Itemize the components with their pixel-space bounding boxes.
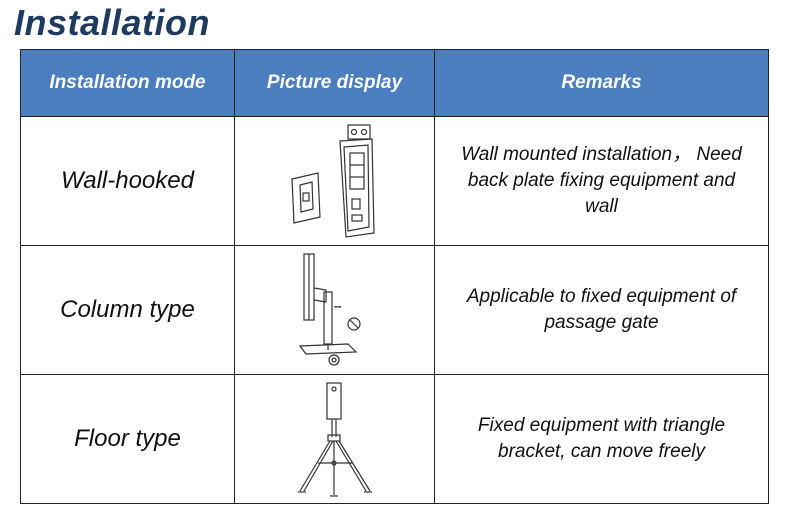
tripod-floor-stand-illustration	[297, 382, 372, 497]
mode-cell: Wall-hooked	[20, 116, 235, 246]
wall-hooked-device-illustration	[290, 124, 375, 238]
remark-line: wall	[585, 196, 618, 217]
mode-cell: Floor type	[20, 374, 235, 504]
picture-cell	[234, 116, 435, 246]
column-stand-device-illustration: ▬▬	[298, 253, 361, 366]
installation-table: Installation mode Picture display Remark…	[20, 49, 769, 504]
header-picture-display: Picture display	[234, 49, 435, 117]
remark-line: Applicable to fixed equipment of	[466, 286, 737, 307]
picture-cell: ▬▬	[234, 245, 435, 375]
svg-text:▬▬: ▬▬	[334, 304, 342, 309]
remark-line: Wall mounted installation， Need	[461, 144, 742, 165]
remark-line: back plate fixing equipment and	[467, 170, 736, 191]
remark-cell: Fixed equipment with triangle bracket, c…	[434, 374, 769, 504]
header-installation-mode: Installation mode	[20, 49, 235, 117]
remark-line: passage gate	[544, 312, 659, 333]
picture-cell	[234, 374, 435, 504]
remark-cell: Wall mounted installation， Need back pla…	[434, 116, 769, 246]
remark-cell: Applicable to fixed equipment of passage…	[434, 245, 769, 375]
table-row: Floor type	[20, 374, 769, 504]
table-row: Column type ▬▬	[20, 245, 769, 375]
table-header-row: Installation mode Picture display Remark…	[20, 49, 769, 117]
remark-line: bracket, can move freely	[498, 441, 705, 462]
remark-line: Fixed equipment with triangle	[477, 415, 726, 436]
page-title: Installation	[14, 2, 211, 43]
mode-cell: Column type	[20, 245, 235, 375]
table-row: Wall-hooked	[20, 116, 769, 246]
header-remarks: Remarks	[434, 49, 769, 117]
